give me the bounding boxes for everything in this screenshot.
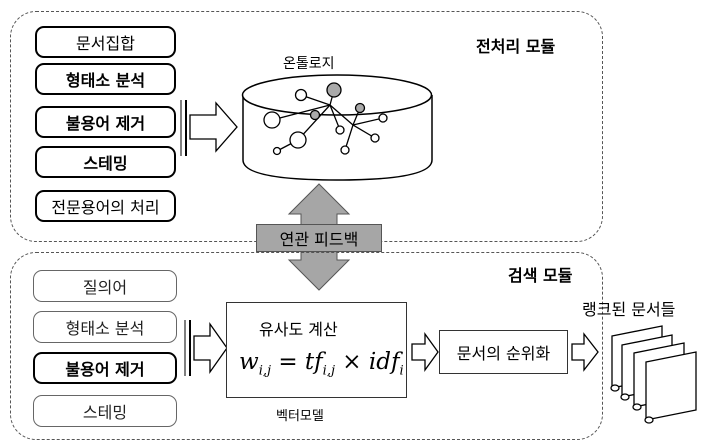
preprocess-module-title: 전처리 모듈	[476, 37, 556, 56]
ranked-docs-label: 랭크된 문서들	[582, 300, 676, 319]
ontology-graph	[263, 82, 388, 156]
preprocess-to-ontology-arrow	[189, 101, 238, 153]
search-item: 불용어 제거	[33, 352, 177, 384]
search-module-frame	[10, 252, 603, 440]
vector-model-label: 벡터모델	[276, 409, 324, 424]
preprocess-item: 문서집합	[35, 26, 176, 58]
search-item: 스테밍	[33, 395, 177, 427]
ontology-label: 온톨로지	[283, 56, 335, 72]
feedback-label: 연관 피드백	[256, 224, 382, 252]
preprocess-item: 스테밍	[35, 146, 176, 178]
similarity-box: 유사도 계산 wi,j = tfi,j × idfi	[226, 302, 407, 398]
preprocess-item: 불용어 제거	[35, 106, 176, 138]
ranking-box: 문서의 순위화	[439, 330, 568, 374]
search-item: 형태소 분석	[33, 311, 177, 343]
ranking-to-docs-arrow	[571, 332, 599, 372]
search-to-vector-arrow	[193, 321, 228, 375]
vector-to-ranking-arrow	[411, 331, 439, 373]
ranked-documents-icon	[610, 325, 697, 424]
search-item: 질의어	[33, 270, 177, 302]
search-module-title: 검색 모듈	[508, 266, 573, 285]
preprocess-item: 형태소 분석	[35, 63, 176, 95]
similarity-formula: wi,j = tfi,j × idfi	[239, 349, 404, 379]
similarity-title: 유사도 계산	[259, 320, 338, 339]
preprocess-item: 전문용어의 처리	[35, 190, 176, 222]
